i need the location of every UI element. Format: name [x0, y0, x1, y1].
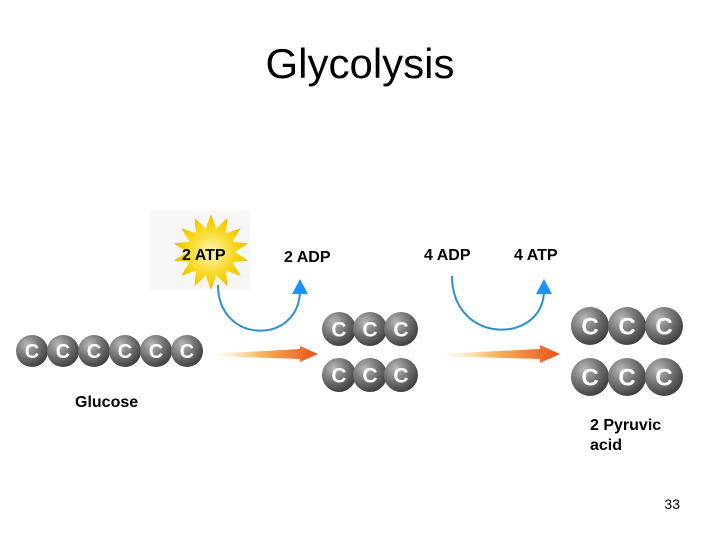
page-number: 33: [664, 496, 680, 512]
carbon-atom: C: [608, 358, 646, 396]
atp-output-label: 4 ATP: [514, 247, 558, 264]
carbon-symbol: C: [393, 319, 408, 342]
carbon-symbol: C: [331, 319, 346, 342]
adp-input-label: 4 ADP: [424, 247, 471, 264]
reaction-arrow-2: [440, 345, 560, 363]
carbon-atom: C: [140, 335, 172, 367]
carbon-symbol: C: [655, 365, 672, 392]
carbon-atom: C: [16, 335, 48, 367]
carbon-symbol: C: [581, 365, 598, 392]
carbon-atom: C: [171, 335, 203, 367]
carbon-symbol: C: [655, 314, 672, 341]
carbon-atom: C: [608, 307, 646, 345]
carbon-atom: C: [384, 358, 418, 392]
arrowhead-icon: [292, 279, 308, 294]
carbon-symbol: C: [362, 365, 377, 388]
carbon-atom: C: [322, 358, 356, 392]
carbon-symbol: C: [25, 341, 39, 363]
carbon-atom: C: [384, 312, 418, 346]
carbon-atom: C: [571, 358, 609, 396]
carbon-symbol: C: [618, 365, 635, 392]
carbon-atom: C: [47, 335, 79, 367]
carbon-symbol: C: [362, 319, 377, 342]
carbon-atom: C: [322, 312, 356, 346]
carbon-symbol: C: [331, 365, 346, 388]
pyruvic-label-line2: acid: [590, 437, 623, 454]
carbon-symbol: C: [118, 341, 132, 363]
carbon-symbol: C: [618, 314, 635, 341]
arrowhead-icon: [536, 279, 552, 294]
carbon-atom: C: [571, 307, 609, 345]
atp-starburst-icon: [174, 214, 248, 290]
carbon-atom: C: [645, 307, 683, 345]
curved-arrow-icon: [451, 275, 545, 331]
glucose-label: Glucose: [75, 394, 139, 411]
carbon-symbol: C: [180, 341, 194, 363]
carbon-symbol: C: [393, 365, 408, 388]
carbon-symbol: C: [149, 341, 163, 363]
carbon-atom: C: [645, 358, 683, 396]
carbon-atom: C: [78, 335, 110, 367]
pyruvic-label-line1: 2 Pyruvic: [590, 417, 662, 434]
carbon-symbol: C: [581, 314, 598, 341]
adp-output-label: 2 ADP: [284, 249, 331, 266]
carbon-symbol: C: [87, 341, 101, 363]
carbon-atom: C: [353, 312, 387, 346]
atp-input-label: 2 ATP: [182, 247, 226, 264]
carbon-symbol: C: [56, 341, 70, 363]
slide-title: Glycolysis: [265, 40, 455, 87]
reaction-arrow-1: [212, 346, 318, 362]
curved-arrow-icon: [217, 284, 301, 332]
pyruvic-acid-label: 2 Pyruvic acid: [590, 416, 661, 456]
carbon-atom: C: [109, 335, 141, 367]
carbon-atom: C: [353, 358, 387, 392]
